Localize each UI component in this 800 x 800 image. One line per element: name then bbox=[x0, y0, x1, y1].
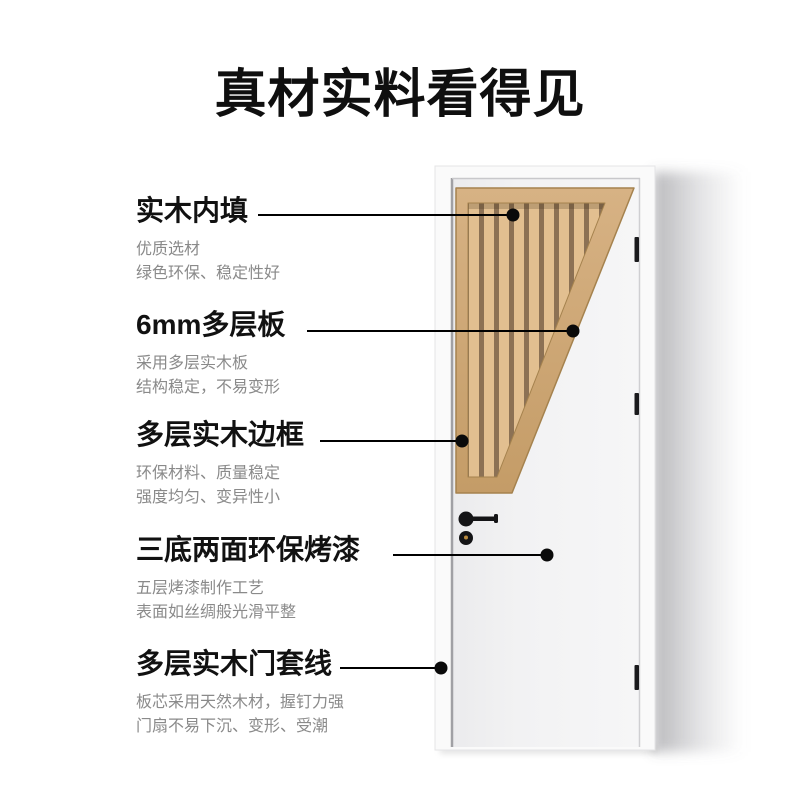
feature-desc-line: 环保材料、质量稳定 bbox=[136, 465, 281, 482]
feature-heading: 6mm多层板 bbox=[136, 309, 286, 340]
callout-dot bbox=[434, 661, 448, 675]
feature-block-door-casing-line: 多层实木门套线 板芯采用天然木材，握钉力强 门扇不易下沉、变形、受潮 bbox=[136, 649, 456, 739]
callout-dot bbox=[506, 208, 520, 222]
door-shadow bbox=[653, 172, 745, 752]
feature-heading: 多层实木门套线 bbox=[136, 648, 333, 679]
feature-desc-line: 优质选材 bbox=[136, 241, 201, 258]
feature-heading: 多层实木边框 bbox=[136, 419, 305, 450]
callout-dots bbox=[434, 208, 580, 675]
hinge-icon bbox=[634, 237, 639, 262]
slat-inner-shadow bbox=[468, 203, 605, 209]
feature-block-6mm-plywood: 6mm多层板 采用多层实木板 结构稳定，不易变形 bbox=[136, 310, 456, 400]
hinges bbox=[634, 237, 639, 690]
feature-desc-line: 采用多层实木板 bbox=[136, 355, 249, 372]
feature-desc-line: 表面如丝绸般光滑平整 bbox=[136, 604, 297, 621]
callout-dot bbox=[566, 324, 580, 338]
callout-lines bbox=[258, 214, 573, 669]
feature-desc-line: 五层烤漆制作工艺 bbox=[136, 580, 265, 597]
callout-dot bbox=[540, 548, 554, 562]
feature-desc-line: 结构稳定，不易变形 bbox=[136, 379, 281, 396]
feature-heading: 三底两面环保烤漆 bbox=[136, 534, 361, 565]
feature-block-solid-wood-infill: 实木内填 优质选材 绿色环保、稳定性好 bbox=[136, 196, 456, 286]
feature-block-wood-frame: 多层实木边框 环保材料、质量稳定 强度均匀、变异性小 bbox=[136, 420, 456, 510]
feature-desc-line: 板芯采用天然木材，握钉力强 bbox=[136, 694, 345, 711]
page-title: 真材实料看得见 bbox=[214, 66, 586, 124]
hinge-icon bbox=[634, 665, 639, 690]
hinge-icon bbox=[634, 393, 639, 415]
callout-dot bbox=[455, 434, 469, 448]
feature-heading: 实木内填 bbox=[136, 195, 249, 226]
door-handle-icon bbox=[458, 511, 498, 527]
door-lock-icon bbox=[459, 531, 473, 545]
feature-desc-line: 门扇不易下沉、变形、受潮 bbox=[136, 718, 329, 735]
feature-desc-line: 强度均匀、变异性小 bbox=[136, 489, 281, 506]
feature-desc-line: 绿色环保、稳定性好 bbox=[136, 265, 281, 282]
feature-block-baked-paint: 三底两面环保烤漆 五层烤漆制作工艺 表面如丝绸般光滑平整 bbox=[136, 535, 456, 625]
wood-frame-inner-edge bbox=[467, 202, 606, 478]
